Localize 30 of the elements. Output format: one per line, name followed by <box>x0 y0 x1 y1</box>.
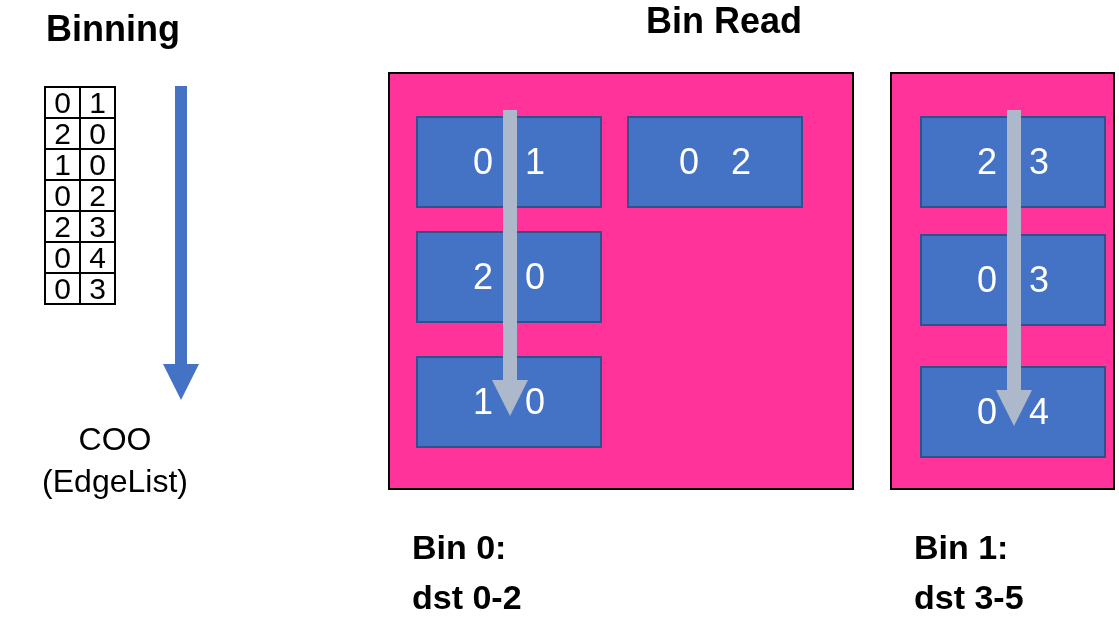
edge-box: 2 0 <box>416 231 602 323</box>
edge-box: 0 1 <box>416 116 602 208</box>
table-cell: 0 <box>80 149 115 180</box>
bin-box <box>890 72 1115 490</box>
arrow <box>492 275 528 416</box>
edge-box: 2 3 <box>920 116 1106 208</box>
arrow <box>996 278 1032 426</box>
edge-box: 0 2 <box>627 116 803 208</box>
table-cell: 3 <box>80 211 115 242</box>
edge-box: 0 4 <box>920 366 1106 458</box>
table-cell: 2 <box>45 211 80 242</box>
table-cell: 1 <box>45 149 80 180</box>
bin-box <box>388 72 854 490</box>
table-cell: 0 <box>45 242 80 273</box>
table-cell: 3 <box>80 273 115 304</box>
bin-caption: Bin 1: dst 3-5 <box>914 527 1025 617</box>
table-cell: 0 <box>45 180 80 211</box>
table-cell: 1 <box>80 87 115 118</box>
heading: Bin Read <box>646 0 803 42</box>
table-caption: COO (EdgeList) <box>41 420 189 501</box>
table-cell: 0 <box>45 87 80 118</box>
table-cell: 4 <box>80 242 115 273</box>
table-cell: 2 <box>80 180 115 211</box>
edge-box: 1 0 <box>416 356 602 448</box>
table-cell: 0 <box>45 273 80 304</box>
heading: Binning <box>46 8 180 50</box>
table-cell: 2 <box>45 118 80 149</box>
bin-caption: Bin 0: dst 0-2 <box>412 527 523 617</box>
table-cell: 0 <box>80 118 115 149</box>
edge-box: 0 3 <box>920 234 1106 326</box>
